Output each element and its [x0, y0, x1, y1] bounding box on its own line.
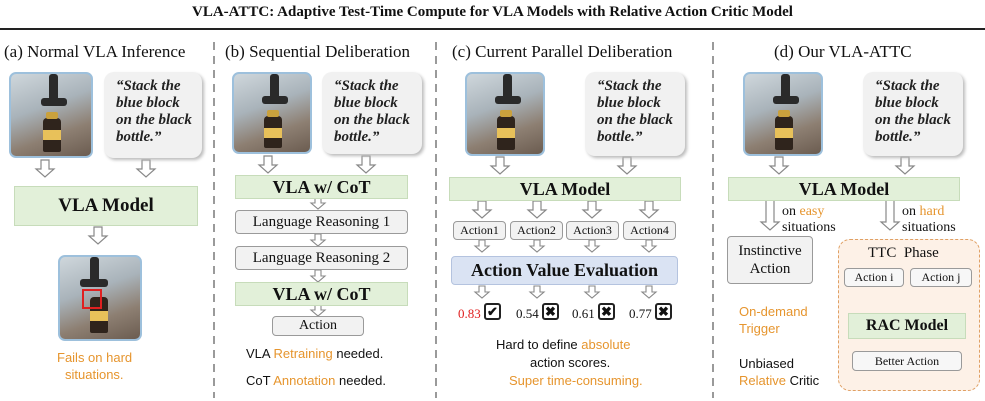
arrow-c-a2 — [527, 200, 547, 219]
panel-c-note-3: Super time-consuming. — [509, 373, 643, 388]
panel-d-ttc-phase-label: TTC Phase — [868, 245, 939, 261]
arrow-a-photo — [35, 159, 55, 178]
panel-c-score-4: 0.77 — [629, 306, 652, 321]
arrow-c-s2 — [529, 285, 545, 299]
arrow-c-e2 — [529, 239, 545, 253]
panel-c-cross-icon-2: ✖ — [598, 303, 615, 320]
arrow-c-a1 — [472, 200, 492, 219]
panel-d-rac-model-box: RAC Model — [848, 313, 966, 339]
arrow-d-bubble — [895, 156, 915, 175]
arrow-d-hard — [880, 199, 900, 231]
arrow-b-photo — [258, 155, 278, 174]
arrow-b-bubble — [356, 155, 376, 174]
panel-d-vla-model-box: VLA Model — [728, 177, 960, 201]
panel-d-scene-image — [743, 72, 823, 156]
arrow-c-e4 — [641, 239, 657, 253]
panel-c-vla-model-box: VLA Model — [449, 177, 681, 201]
panel-b-title: (b) Sequential Deliberation — [225, 42, 411, 61]
panel-b-vla-cot-box-2: VLA w/ CoT — [235, 282, 408, 306]
panel-c-score-1: 0.83 — [458, 306, 481, 321]
arrow-b-3 — [310, 269, 326, 283]
arrow-c-s3 — [584, 285, 600, 299]
panel-d-critic-line2: Relative Critic — [739, 373, 820, 388]
panel-d-critic-line1: Unbiased — [739, 356, 794, 371]
panel-b-reasoning-1-box: Language Reasoning 1 — [235, 210, 408, 234]
panel-b-reasoning-2-box: Language Reasoning 2 — [235, 246, 408, 270]
panel-b-note-2: CoT Annotation needed. — [246, 373, 386, 388]
panel-c-instruction-bubble: “Stack the blue block on the black bottl… — [585, 72, 685, 156]
panel-c-action-4: Action4 — [623, 221, 676, 240]
panel-b-vla-cot-box-1: VLA w/ CoT — [235, 175, 408, 199]
arrow-a-bubble — [136, 159, 156, 178]
panel-b-instruction-bubble: “Stack the blue block on the black bottl… — [322, 72, 422, 154]
panel-c-action-value-evaluation-box: Action Value Evaluation — [451, 256, 678, 285]
panel-a-fail-line1: Fails on hard — [57, 350, 133, 365]
panel-a-instruction-bubble: “Stack the blue block on the black bottl… — [104, 72, 202, 158]
panel-a-fail-line2: situations. — [65, 367, 124, 382]
panel-a-scene-image — [9, 72, 93, 158]
arrow-a-model — [88, 226, 108, 245]
arrow-c-s4 — [641, 285, 657, 299]
panel-a-title: (a) Normal VLA Inference — [4, 42, 186, 61]
panel-c-scene-image — [465, 72, 545, 156]
panel-d-action-j: Action j — [910, 268, 972, 287]
panel-c-cross-icon-1: ✖ — [542, 303, 559, 320]
panel-c-action-1: Action1 — [453, 221, 506, 240]
panel-a-vla-model-box: VLA Model — [14, 186, 198, 226]
arrow-b-2 — [310, 233, 326, 247]
panel-b-scene-image — [232, 72, 312, 154]
panel-c-action-2: Action2 — [510, 221, 563, 240]
panel-d-better-action-box: Better Action — [852, 351, 962, 371]
arrow-c-s1 — [474, 285, 490, 299]
panel-c-cross-icon-3: ✖ — [655, 303, 672, 320]
panel-d-action-i: Action i — [844, 268, 904, 287]
panel-c-score-2: 0.54 — [516, 306, 539, 321]
figure-title: VLA-ATTC: Adaptive Test-Time Compute for… — [192, 4, 793, 20]
arrow-c-a3 — [582, 200, 602, 219]
panel-c-title: (c) Current Parallel Deliberation — [452, 42, 673, 61]
title-rule — [0, 28, 985, 30]
arrow-c-e3 — [584, 239, 600, 253]
arrow-c-e1 — [474, 239, 490, 253]
panel-b-action-box: Action — [272, 316, 364, 336]
panel-d-instruction-bubble: “Stack the blue block on the black bottl… — [863, 72, 963, 156]
panel-c-note-1: Hard to define absolute — [496, 337, 631, 352]
arrow-c-a4 — [639, 200, 659, 219]
panel-c-action-3: Action3 — [566, 221, 619, 240]
panel-c-check-icon: ✔ — [484, 303, 501, 320]
arrow-d-easy — [760, 199, 780, 231]
panel-d-title: (d) Our VLA-ATTC — [774, 42, 912, 61]
panel-d-trigger-line1: On-demand — [739, 304, 808, 319]
arrow-c-photo — [490, 156, 510, 175]
panel-c-note-2: action scores. — [530, 355, 611, 370]
arrow-c-bubble — [617, 156, 637, 175]
panel-c-score-3: 0.61 — [572, 306, 595, 321]
panel-b-note-1: VLA Retraining needed. — [246, 346, 384, 361]
arrow-d-photo — [769, 156, 789, 175]
panel-a-result-image — [58, 255, 142, 341]
panel-d-trigger-line2: Trigger — [739, 321, 780, 336]
